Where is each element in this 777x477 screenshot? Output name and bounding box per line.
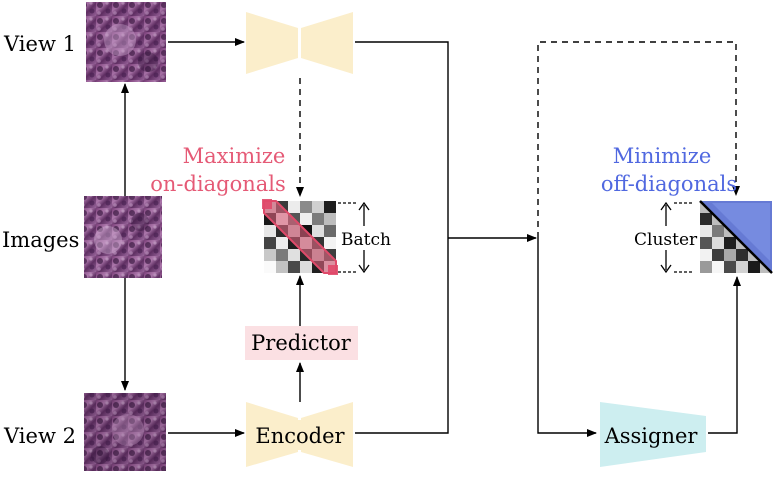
cluster-bracket	[660, 201, 694, 274]
encoder-top-shape-right	[301, 12, 353, 74]
view2-image	[84, 393, 166, 471]
predictor-box	[245, 326, 358, 360]
encoder-top-output-line	[355, 41, 449, 238]
predictor-label: Predictor	[251, 331, 352, 355]
maximize-label-line2: on-diagonals	[150, 172, 286, 196]
diag-corner-start	[262, 199, 272, 209]
encoder-label: Encoder	[255, 424, 345, 448]
line-to-assigner	[537, 238, 597, 437]
view2-label: View 2	[3, 424, 76, 448]
encoder-bottom-output-line	[355, 238, 449, 434]
assigner-to-cluster-matrix-arrow	[708, 276, 741, 434]
view1-label: View 1	[3, 32, 76, 56]
batch-label: Batch	[341, 230, 391, 250]
images-image	[84, 196, 162, 278]
images-label: Images	[2, 228, 79, 252]
cluster-diagonal-line	[699, 200, 773, 274]
encoder-top-shape	[246, 12, 298, 74]
encoder-label-bg	[252, 420, 348, 450]
view1-image	[86, 2, 166, 82]
cluster-label: Cluster	[634, 230, 698, 250]
batch-bracket	[338, 201, 370, 274]
diag-corner-end	[328, 265, 338, 275]
off-diagonal-inner	[712, 203, 770, 261]
assigner-label: Assigner	[604, 424, 699, 448]
assigner-shape	[600, 402, 706, 467]
minimize-label-line2: off-diagonals	[601, 172, 737, 196]
maximize-label-line1: Maximize	[183, 144, 286, 168]
minimize-label-line1: Minimize	[613, 144, 712, 168]
